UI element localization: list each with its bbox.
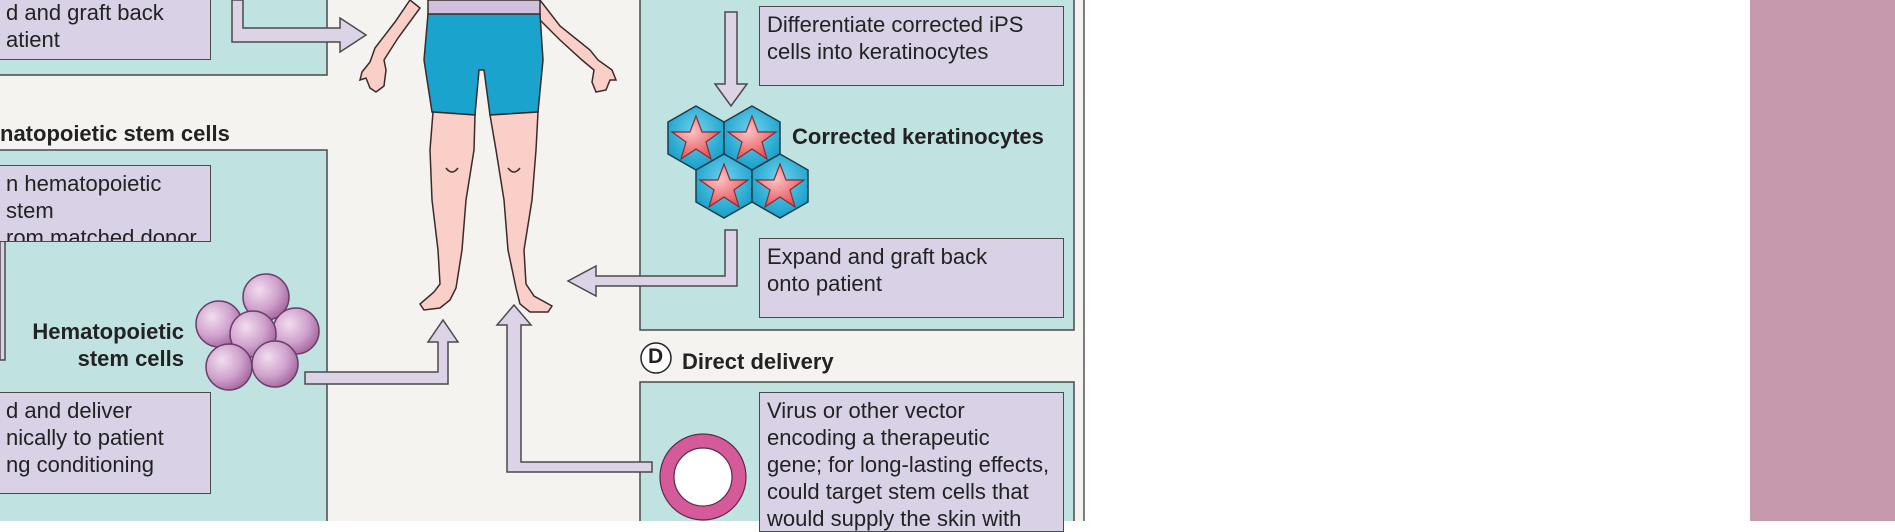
arrow-ips-to-keratinocytes: [713, 11, 749, 108]
right-graft-box: Expand and graft back onto patient: [759, 238, 1064, 318]
white-margin: [1085, 0, 1750, 521]
arrow-top-left-to-figure: [231, 0, 368, 54]
right-ips-box: Differentiate corrected iPS cells into k…: [759, 6, 1064, 86]
accent-side-bar: [1750, 0, 1895, 521]
arrow-hsc-down-stub: [0, 239, 6, 361]
arrow-hsc-to-figure: [304, 318, 460, 385]
direct-delivery-title: Direct delivery: [682, 349, 834, 374]
arrow-direct-delivery-to-figure: [495, 303, 653, 473]
hsc-section-title: natopoietic stem cells: [0, 121, 230, 146]
left-top-box: d and graft back atient: [0, 0, 211, 60]
right-arm: [528, 0, 618, 93]
human-figure: [358, 0, 618, 313]
vector-ring-icon: [660, 434, 746, 520]
keratinocyte-cluster: [667, 105, 809, 219]
direct-delivery-badge: D: [648, 345, 664, 368]
direct-delivery-badge-circle: [640, 342, 672, 374]
left-arm: [358, 0, 422, 93]
shorts: [423, 13, 544, 116]
keratinocytes-label: Corrected keratinocytes: [792, 124, 1044, 149]
right-leg: [489, 111, 554, 313]
direct-delivery-box: Virus or other vector encoding a therape…: [759, 392, 1064, 532]
left-hsc-box-1: n hematopoietic stem rom matched donor: [0, 165, 211, 242]
arrow-keratinocytes-to-figure: [566, 229, 738, 298]
left-leg: [419, 111, 476, 311]
hsc-cluster: [195, 273, 320, 391]
hsc-cells-label: Hematopoietic stem cells: [32, 319, 184, 371]
left-hsc-box-2: d and deliver nically to patient ng cond…: [0, 392, 211, 494]
